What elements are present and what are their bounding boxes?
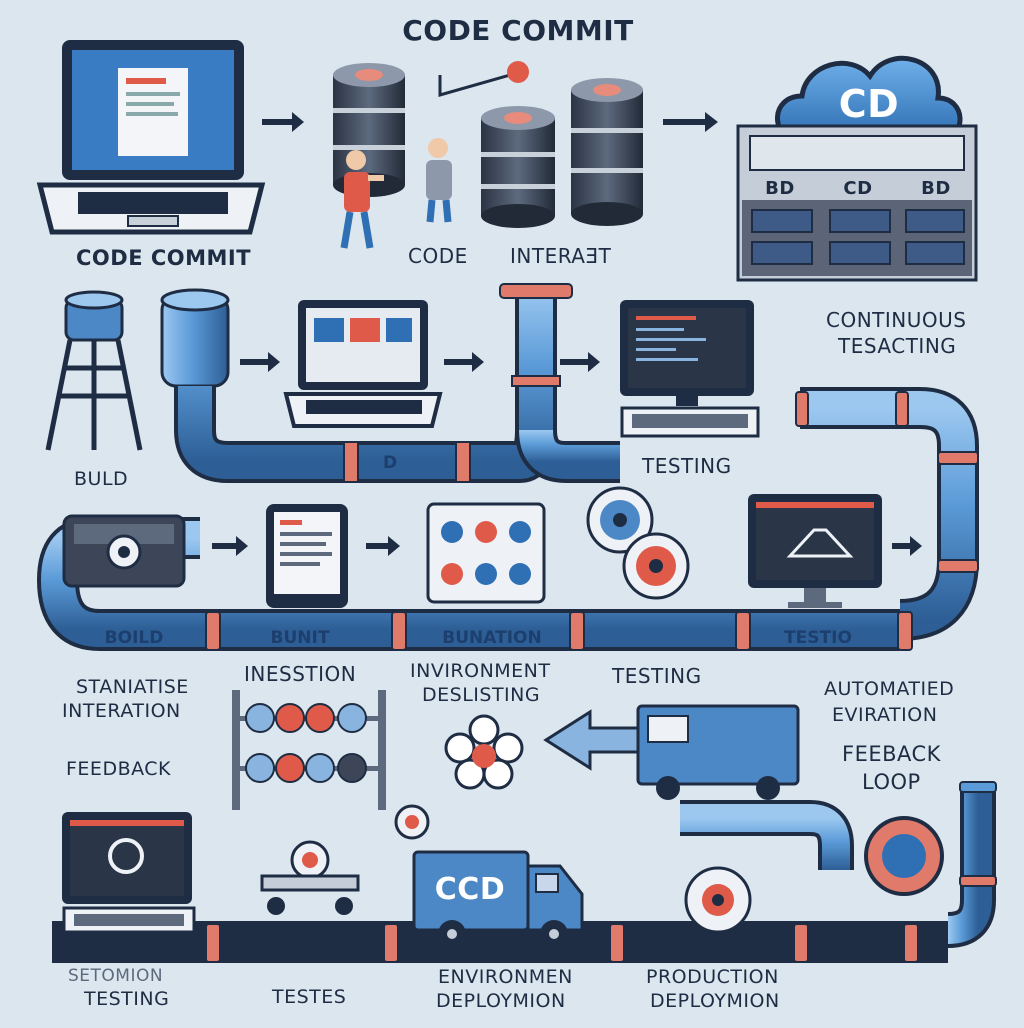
- cloud-icon: [775, 56, 963, 141]
- cloud-label: CD: [838, 82, 900, 126]
- label-staniatise: STANIATISE: [76, 676, 189, 698]
- server-cabinet-icon: [736, 124, 978, 282]
- label-testing-row3: TESTING: [612, 664, 702, 688]
- monitor-icon: [62, 812, 196, 934]
- label-deployment-production: DEPLOYMION: [650, 990, 780, 1012]
- water-tower-icon: [45, 290, 143, 451]
- feedback-loop-icon: [864, 816, 944, 896]
- label-testing-long: TESACTING: [838, 334, 957, 358]
- label-environment-2: EVIRATION: [832, 704, 938, 726]
- toolbox-icon: [62, 514, 186, 588]
- pipeline-lower: [52, 921, 948, 963]
- label-code: CODE: [408, 244, 468, 268]
- label-automated: AUTOMATIED: [824, 678, 955, 700]
- label-integration: INTERATION: [62, 700, 181, 722]
- gears-icon: [586, 486, 690, 600]
- label-build: BULD: [74, 468, 129, 490]
- cabinet-label-1: BD: [765, 178, 795, 199]
- label-environment-row5: ENVIRONMEN: [438, 966, 573, 988]
- label-feedback-loop-2: LOOP: [862, 770, 921, 794]
- label-deslisting: DESLISTING: [422, 684, 541, 706]
- pipe-label-bunit: BUNIT: [270, 628, 330, 648]
- pipeline-right-lower: [946, 781, 997, 948]
- laptop-icon: [283, 300, 443, 428]
- pipeline-right: [795, 387, 979, 641]
- pipe-bend: [680, 800, 854, 870]
- label-feedback: FEEDBACK: [66, 758, 171, 780]
- label-feedback-loop-1: FEEBACK: [842, 742, 941, 766]
- cart-icon: [260, 840, 360, 915]
- cabinet-label-2: CD: [843, 178, 873, 199]
- tablet-icon: [266, 504, 348, 608]
- truck-icon: [636, 704, 800, 800]
- flower-icon: [444, 714, 524, 790]
- pipeline-upper: [160, 283, 620, 483]
- arrow-left-icon: [543, 709, 646, 771]
- label-continuous: CONTINUOUS: [826, 308, 967, 332]
- pipe-label-testio: TESTIO: [784, 628, 852, 648]
- label-environment: INVIRONMENT: [410, 660, 551, 682]
- monitor-icon: [620, 300, 760, 438]
- truck-label: CCD: [434, 872, 506, 907]
- laptop-icon: [36, 40, 266, 235]
- deploy-truck-icon: [412, 850, 584, 948]
- label-production: PRODUCTION: [646, 966, 779, 988]
- cabinet-label-3: BD: [921, 178, 951, 199]
- label-tests: TESTES: [272, 986, 347, 1008]
- label-inestion: INESSTION: [244, 662, 357, 686]
- label-testing-row5: TESTING: [84, 988, 170, 1010]
- database-drums-icon: [333, 61, 643, 228]
- person-icon: [340, 150, 384, 249]
- abacus-icon: [232, 690, 386, 810]
- test-matrix-icon: [426, 502, 546, 604]
- label-code-commit: CODE COMMIT: [76, 246, 252, 270]
- label-testing-row2: TESTING: [642, 454, 732, 478]
- label-automation: SETOMION: [68, 966, 164, 986]
- pipe-label-boild: BOILD: [104, 628, 164, 648]
- label-interact: INTERAƎT: [510, 244, 612, 268]
- production-gear-icon: [684, 866, 752, 934]
- label-deployment-row5: DEPLOYMION: [436, 990, 566, 1012]
- pipe-label-bunation: BUNATION: [442, 628, 542, 648]
- monitor-icon: [748, 494, 882, 608]
- person-icon: [426, 138, 452, 223]
- pipe-label-upper: D: [382, 453, 398, 473]
- diagram-title: CODE COMMIT: [402, 14, 634, 47]
